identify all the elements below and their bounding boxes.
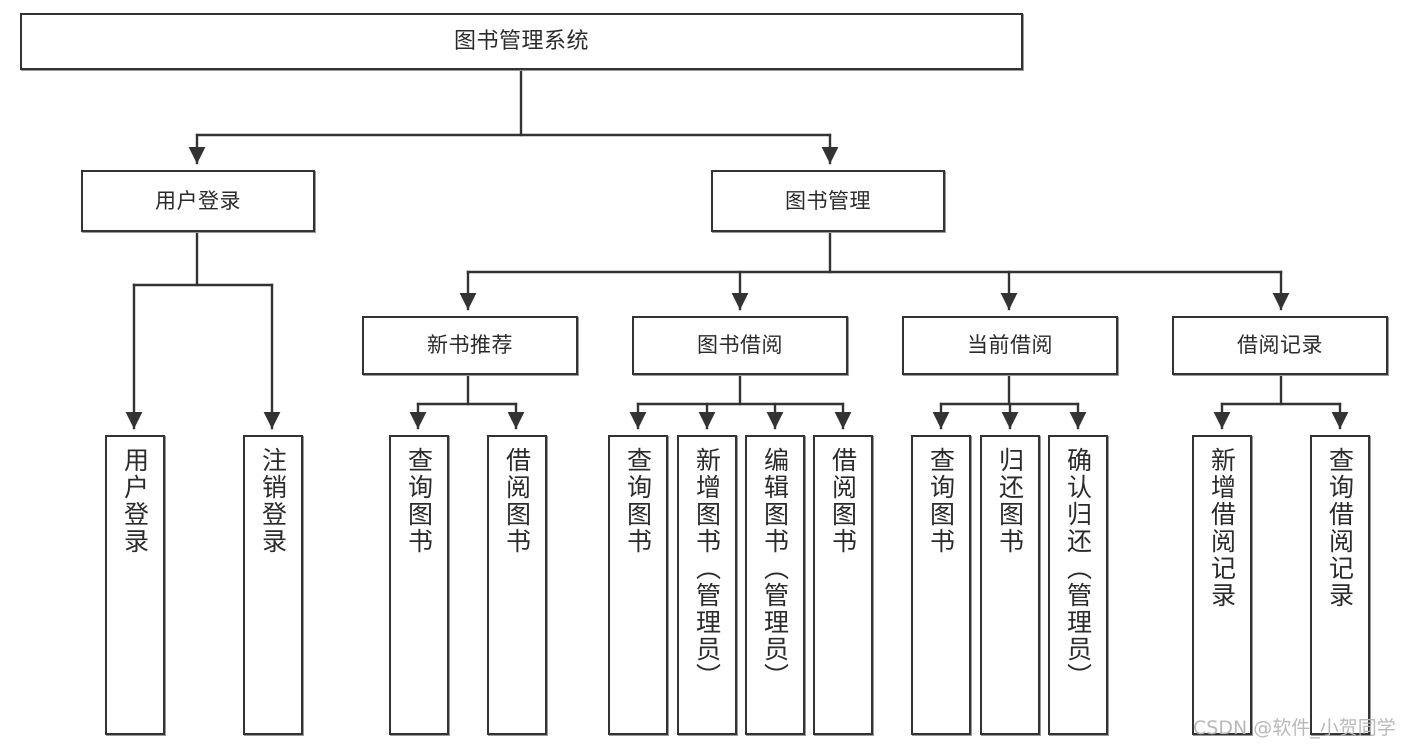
- node-leaf-user-login[interactable]: 用户登录: [105, 435, 165, 735]
- node-current-borrow-label: 当前借阅: [967, 333, 1053, 357]
- node-leaf-return-book[interactable]: 归还图书: [980, 435, 1040, 735]
- node-current-borrow[interactable]: 当前借阅: [902, 316, 1118, 375]
- node-borrow-record[interactable]: 借阅记录: [1172, 316, 1388, 375]
- node-leaf-add-book[interactable]: 新增图书（管理员）: [677, 435, 737, 735]
- node-root-label: 图书管理系统: [453, 28, 589, 54]
- node-leaf-add-book-label: 新增图书（管理员）: [692, 447, 722, 690]
- node-leaf-edit-book[interactable]: 编辑图书（管理员）: [745, 435, 805, 735]
- node-leaf-borrow-book-1[interactable]: 借阅图书: [487, 435, 547, 735]
- node-new-book-recommend[interactable]: 新书推荐: [362, 316, 578, 375]
- node-leaf-query-record[interactable]: 查询借阅记录: [1310, 435, 1370, 735]
- node-leaf-edit-book-label: 编辑图书（管理员）: [760, 447, 790, 690]
- node-leaf-confirm-return[interactable]: 确认归还（管理员）: [1048, 435, 1108, 735]
- node-book-management[interactable]: 图书管理: [711, 170, 945, 232]
- node-leaf-logout-login[interactable]: 注销登录: [243, 435, 303, 735]
- node-leaf-query-book-3-label: 查询图书: [926, 447, 956, 555]
- node-borrow-record-label: 借阅记录: [1237, 333, 1323, 357]
- node-leaf-return-book-label: 归还图书: [995, 447, 1025, 555]
- node-new-book-recommend-label: 新书推荐: [427, 333, 513, 357]
- node-leaf-confirm-return-label: 确认归还（管理员）: [1063, 447, 1093, 690]
- node-leaf-query-record-label: 查询借阅记录: [1325, 447, 1355, 609]
- node-leaf-user-login-label: 用户登录: [120, 447, 150, 555]
- node-leaf-query-book-2-label: 查询图书: [623, 447, 653, 555]
- node-leaf-query-book-1-label: 查询图书: [404, 447, 434, 555]
- node-leaf-query-book-3[interactable]: 查询图书: [911, 435, 971, 735]
- node-leaf-borrow-book-2-label: 借阅图书: [828, 447, 858, 555]
- node-leaf-logout-login-label: 注销登录: [258, 447, 288, 555]
- node-user-login-label: 用户登录: [155, 188, 241, 213]
- node-leaf-add-record[interactable]: 新增借阅记录: [1192, 435, 1252, 735]
- node-user-login[interactable]: 用户登录: [81, 170, 315, 232]
- node-book-borrow-label: 图书借阅: [697, 333, 783, 357]
- node-root[interactable]: 图书管理系统: [20, 13, 1023, 70]
- node-book-borrow[interactable]: 图书借阅: [632, 316, 848, 375]
- node-leaf-query-book-2[interactable]: 查询图书: [608, 435, 668, 735]
- node-book-management-label: 图书管理: [785, 188, 871, 213]
- csdn-watermark: CSDN @软件_小贺同学: [1193, 717, 1396, 739]
- node-leaf-borrow-book-1-label: 借阅图书: [502, 447, 532, 555]
- node-leaf-add-record-label: 新增借阅记录: [1207, 447, 1237, 609]
- node-leaf-query-book-1[interactable]: 查询图书: [389, 435, 449, 735]
- node-leaf-borrow-book-2[interactable]: 借阅图书: [813, 435, 873, 735]
